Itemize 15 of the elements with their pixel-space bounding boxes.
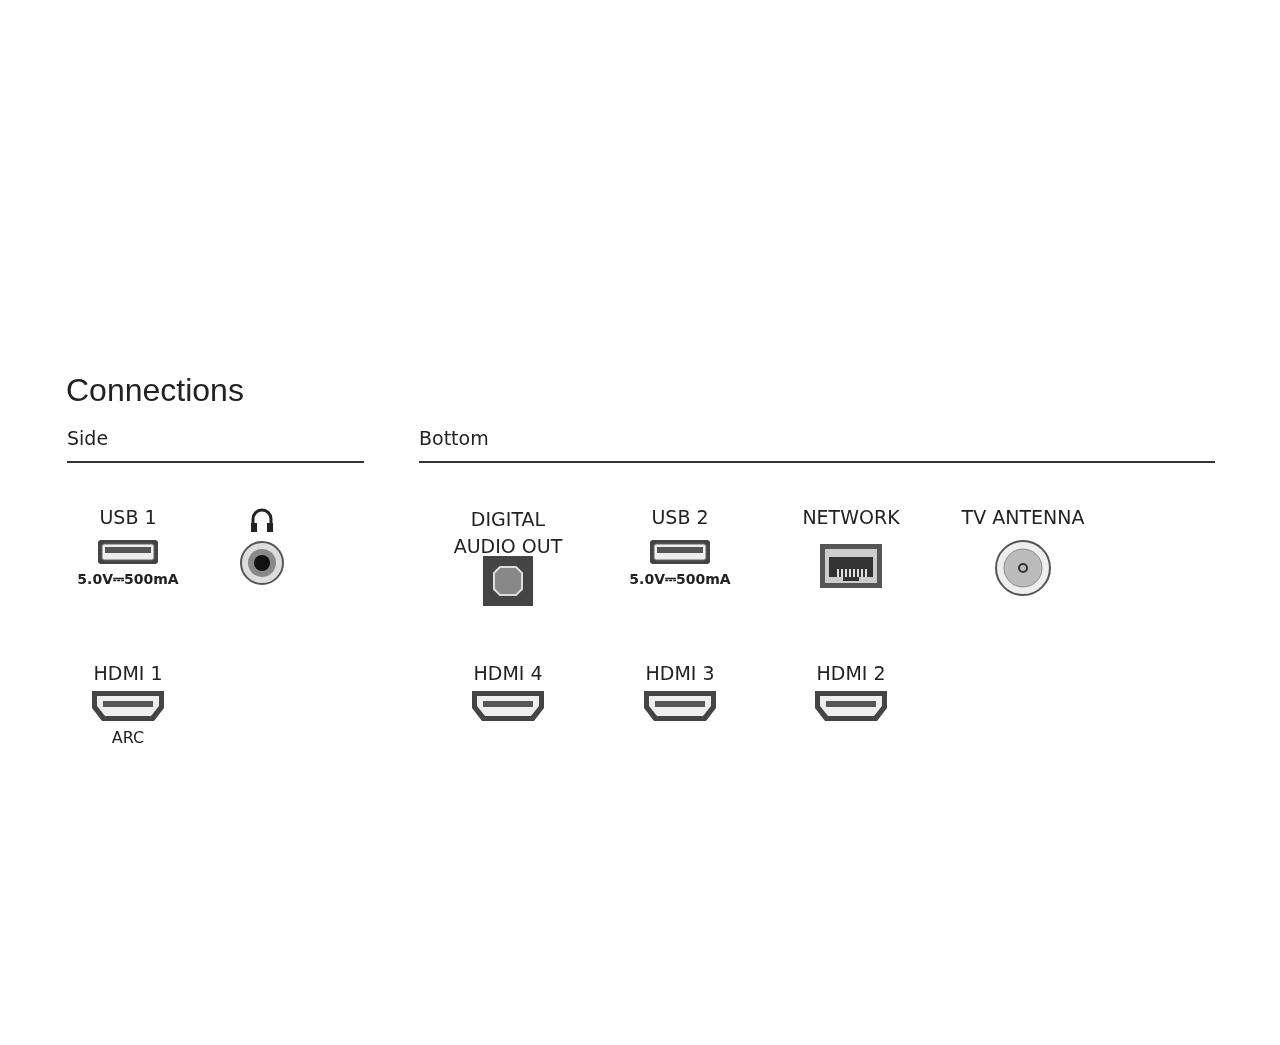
port-label: USB 1 <box>99 506 157 528</box>
rating-text: 5.0V⎓500mA <box>77 571 179 588</box>
port-label: ARC <box>111 728 145 747</box>
port-label: HDMI 3 <box>645 662 715 684</box>
port-label: HDMI 4 <box>473 662 543 684</box>
port-label: USB 2 <box>651 506 709 528</box>
port-label: DIGITAL AUDIO OUT <box>452 507 564 559</box>
section-heading: Bottom <box>419 427 489 449</box>
port-label: NETWORK <box>802 506 900 528</box>
rating-text: 5.0V⎓500mA <box>629 571 731 588</box>
port-label: TV ANTENNA <box>961 506 1085 528</box>
heading: Connections <box>66 372 244 409</box>
port-label: HDMI 1 <box>93 662 163 684</box>
port-label: HDMI 2 <box>816 662 886 684</box>
section-heading: Side <box>67 427 109 449</box>
